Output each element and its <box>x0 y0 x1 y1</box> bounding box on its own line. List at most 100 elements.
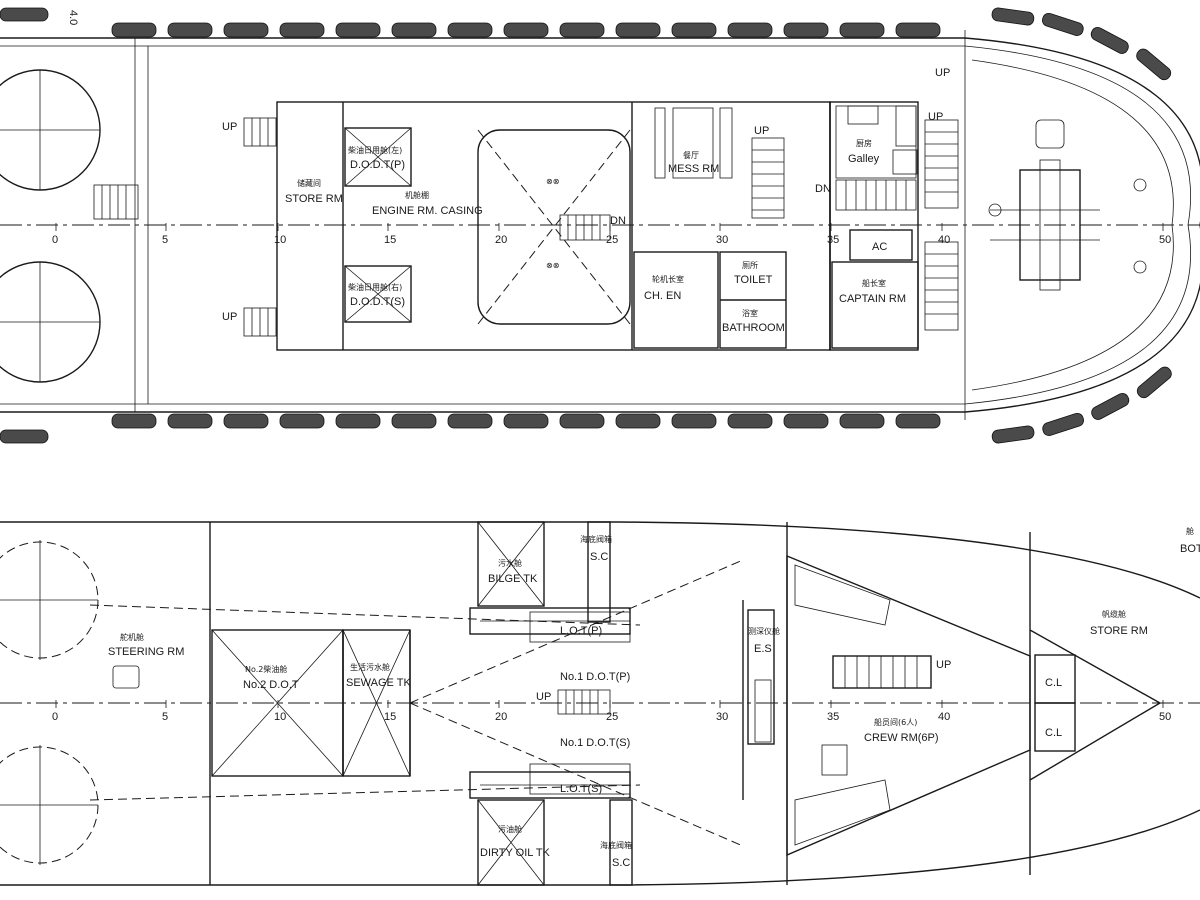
fender <box>895 22 941 38</box>
fender <box>895 413 941 429</box>
frame-number: 10 <box>274 234 286 246</box>
up-label: UP <box>536 691 551 703</box>
frame-number: 40 <box>938 234 950 246</box>
toilet-cn-label: 厕所 <box>742 260 758 270</box>
no2-dot-label: No.2 D.O.T <box>243 679 299 691</box>
mess-rm-label: MESS RM <box>668 163 719 175</box>
es-cn-label: 测深仪舱 <box>748 626 780 636</box>
sc-top-cn-label: 海底阀箱 <box>580 534 612 544</box>
frame-number: 5 <box>162 711 168 723</box>
dn-label: DN <box>815 183 831 195</box>
frame-number: 15 <box>384 711 396 723</box>
fender <box>279 22 325 38</box>
mess-stair <box>751 137 785 219</box>
ac-label: AC <box>872 241 887 253</box>
no2-dot-cn-label: No.2柴油舱 <box>245 664 287 674</box>
lower-aft-circular-tanks <box>0 540 99 865</box>
sc-bot-label: S.C <box>612 857 630 869</box>
no1-dot-s-label: No.1 D.O.T(S) <box>560 737 630 749</box>
up-label: UP <box>928 111 943 123</box>
fender <box>727 22 773 38</box>
up-label: UP <box>935 67 950 79</box>
bot-label: BOT <box>1180 543 1200 555</box>
frame-number: 35 <box>827 234 839 246</box>
fender <box>391 22 437 38</box>
side-stairs <box>924 119 959 331</box>
lot-s-label: L.O.T(S) <box>560 783 602 795</box>
dirty-oil-cn-label: 污油舱 <box>498 824 522 834</box>
upper-deck-fenders-bottom <box>111 413 941 429</box>
svg-text:⊗⊗: ⊗⊗ <box>546 261 559 270</box>
bow-fenders <box>0 7 1172 444</box>
steering-rm-label: STEERING RM <box>108 646 184 658</box>
sewage-cn-label: 生活污水舱 <box>350 662 390 672</box>
fender <box>503 22 549 38</box>
fender <box>335 22 381 38</box>
dodt-p-tank <box>344 127 412 187</box>
chain-locker-label: C.L <box>1045 727 1062 739</box>
fender <box>727 413 773 429</box>
crew-rm-cn-label: 船员间(6人) <box>874 717 917 727</box>
dodt-p-cn-label: 柴油日用舱(左) <box>348 145 402 155</box>
steering-rm-cn-label: 舵机舱 <box>120 632 144 642</box>
galley-label: Galley <box>848 153 880 165</box>
es-label: E.S <box>754 643 772 655</box>
toilet-label: TOILET <box>734 274 773 286</box>
galley-cn-label: 厨房 <box>856 138 872 148</box>
dirty-oil-label: DIRTY OIL TK <box>480 847 551 859</box>
frame-number: 0 <box>52 711 58 723</box>
bilge-cn-label: 污水舱 <box>498 558 522 568</box>
frame-number: 20 <box>495 234 507 246</box>
fender <box>559 22 605 38</box>
bot-cn-label: 舱 <box>1186 526 1194 536</box>
fender <box>671 22 717 38</box>
store-rm-label: STORE RM <box>1090 625 1148 637</box>
bathroom-cn-label: 浴室 <box>742 308 758 318</box>
upper-deck-fenders-top <box>111 22 941 38</box>
fender <box>111 413 157 429</box>
fender <box>167 22 213 38</box>
up-label: UP <box>754 125 769 137</box>
fender <box>615 413 661 429</box>
fender <box>223 22 269 38</box>
fender <box>391 413 437 429</box>
svg-text:⊗⊗: ⊗⊗ <box>546 177 559 186</box>
sc-top-label: S.C <box>590 551 608 563</box>
store-rm-label: STORE RM <box>285 193 343 205</box>
frame-number: 20 <box>495 711 507 723</box>
ch-en-label: CH. EN <box>644 290 681 302</box>
bilge-tank <box>477 521 545 607</box>
dodt-p-label: D.O.D.T(P) <box>350 159 405 171</box>
bilge-label: BILGE TK <box>488 573 538 585</box>
dn-label: DN <box>610 215 626 227</box>
frame-number: 5 <box>162 234 168 246</box>
frame-number: 15 <box>384 234 396 246</box>
up-ladders <box>243 117 277 337</box>
fender <box>447 22 493 38</box>
crew-rm-label: CREW RM(6P) <box>864 732 939 744</box>
windlass-equipment <box>988 119 1147 291</box>
engine-casing-opening: ⊗⊗ ⊗⊗ <box>477 129 631 325</box>
engine-casing-cn-label: 机舱棚 <box>405 190 429 200</box>
fender <box>111 22 157 38</box>
dirty-oil-tank <box>477 799 545 886</box>
dodt-s-tank <box>344 265 412 323</box>
frame-number: 25 <box>606 234 618 246</box>
frame-number: 30 <box>716 711 728 723</box>
frame-number: 0 <box>52 234 58 246</box>
captain-cn-label: 船长室 <box>862 278 886 288</box>
up-label: UP <box>936 659 951 671</box>
fender <box>615 22 661 38</box>
fender <box>783 22 829 38</box>
fender <box>839 413 885 429</box>
up-label: UP <box>222 121 237 133</box>
frame-number: 25 <box>606 711 618 723</box>
fender <box>839 22 885 38</box>
upper-deck-plan: ⊗⊗ ⊗⊗ <box>0 7 1200 444</box>
store-rm-cn-label: 帆缆舱 <box>1102 609 1126 619</box>
fender <box>671 413 717 429</box>
main-engines <box>469 607 631 799</box>
galley-stair <box>835 179 917 211</box>
frame-number: 30 <box>716 234 728 246</box>
